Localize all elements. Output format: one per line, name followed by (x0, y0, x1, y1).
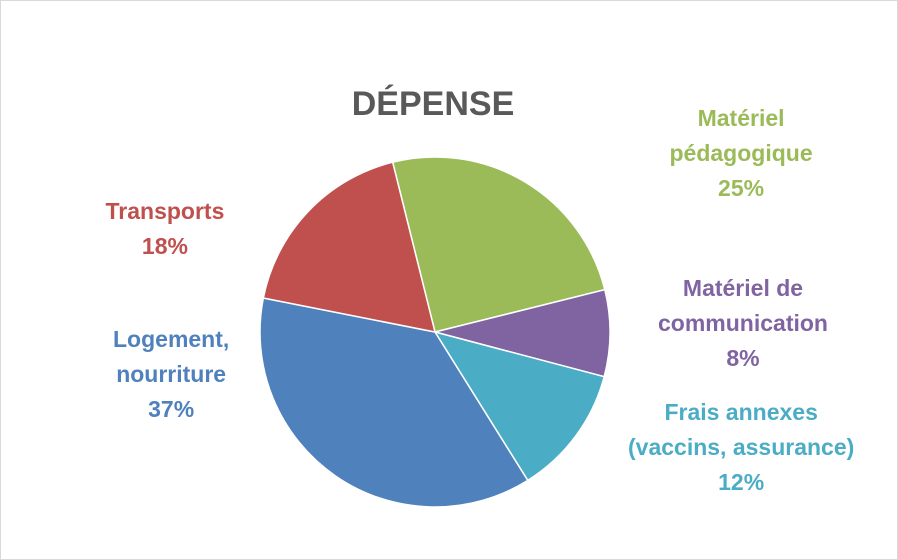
pie-slice-2 (433, 330, 606, 482)
slice-label-line: Transports (105, 198, 225, 224)
slice-label-line: Matériel (697, 105, 785, 131)
slice-percent-label: 12% (718, 469, 765, 495)
pie-slice-4 (262, 161, 437, 333)
slice-label-2: Frais annexes (vaccins, assurance) 12% (628, 395, 854, 500)
slice-label-line: nourriture (116, 361, 227, 387)
slice-percent-label: 18% (141, 233, 188, 259)
slice-label-line: (vaccins, assurance) (628, 434, 855, 460)
slice-label-3: Logement, nourriture 37% (113, 322, 229, 427)
slice-label-4: Transports 18% (106, 194, 225, 264)
chart-title: DÉPENSE (351, 85, 515, 123)
slice-label-1: Matériel de communication 8% (658, 271, 828, 376)
slice-label-line: Matériel de (682, 275, 804, 301)
slice-label-0: Matériel pédagogique 25% (670, 101, 813, 206)
slice-label-line: communication (658, 310, 828, 336)
pie-slice-0 (391, 156, 606, 333)
slice-percent-label: 37% (148, 396, 195, 422)
slice-label-line: Frais annexes (664, 399, 818, 425)
slice-percent-label: 25% (718, 175, 765, 201)
slice-label-line: pédagogique (669, 140, 813, 166)
slice-percent-label: 8% (726, 345, 760, 371)
slice-label-line: Logement, (113, 326, 230, 352)
pie-slice-3 (259, 297, 529, 508)
